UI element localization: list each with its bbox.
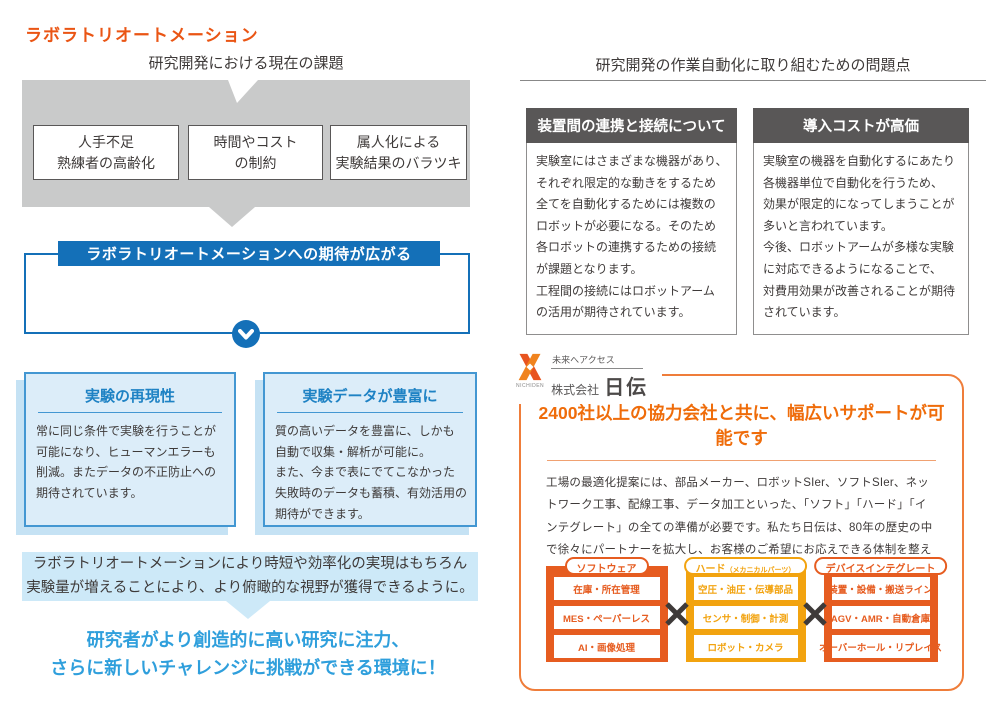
conclusion-text: 研究者がより創造的に高い研究に注力、 さらに新しいチャレンジに挑戦ができる環境に…: [50, 630, 446, 678]
summary-band: ラボラトリオートメーションにより時短や効率化の実現はもちろん 実験量が増えること…: [22, 552, 478, 601]
column-item: 装置・設備・搬送ライン: [828, 577, 933, 600]
company-prefix: 株式会社: [551, 383, 600, 397]
pill-label: ハード: [695, 564, 726, 575]
logo-caption: NICHIDEN: [516, 383, 545, 389]
problem-box-cost: 導入コストが高価 実験室の機器を自動化するにあたり 各機器単位で自動化を行うため…: [753, 108, 969, 335]
problem-body: 実験室の機器を自動化するにあたり 各機器単位で自動化を行うため、 効果が限定的に…: [753, 143, 969, 335]
support-panel: 2400社以上の協力会社と共に、幅広いサポートが可能です 工場の最適化提案には、…: [519, 374, 964, 691]
problem-box-connectivity: 装置間の連携と接続について 実験室にはさまざまな機器があり、 それぞれ限定的な動…: [526, 108, 737, 335]
benefit-body: 質の高いデータを豊富に、しかも 自動で収集・解析が可能に。 また、今まで表にでて…: [275, 424, 468, 521]
challenge-box-labor: 人手不足 熟練者の高齢化: [33, 125, 179, 180]
column-device-integrate: デバイスインテグレート 装置・設備・搬送ライン AGV・AMR・自動倉庫 オーバ…: [813, 557, 948, 662]
current-issues-panel: 人手不足 熟練者の高齢化 時間やコスト の制約 属人化による 実験結果のバラツキ: [22, 80, 470, 227]
column-item: オーバーホール・リプレイス: [819, 635, 942, 658]
challenge-box-variance: 属人化による 実験結果のバラツキ: [330, 125, 467, 180]
logo-tagline: 未来へアクセス: [551, 352, 643, 369]
problem-title: 装置間の連携と接続について: [526, 108, 737, 143]
multiply-icon: [662, 601, 692, 627]
support-body: 工場の最適化提案には、部品メーカー、ロボットSIer、ソフトSIer、ネットワー…: [546, 477, 933, 579]
column-item: 在庫・所在管理: [553, 577, 660, 600]
column-device-pill: デバイスインテグレート: [813, 557, 948, 575]
support-divider: [547, 460, 936, 461]
problem-title: 導入コストが高価: [753, 108, 969, 143]
pill-label: デバイスインテグレート: [825, 564, 936, 575]
benefit-box-rich-data: 実験データが豊富に 質の高いデータを豊富に、しかも 自動で収集・解析が可能に。 …: [263, 372, 477, 527]
column-item: センサ・制御・計測: [693, 606, 798, 629]
benefit-title: 実験データが豊富に: [277, 385, 463, 413]
expectation-banner: ラボラトリオートメーションへの期待が広がる: [58, 241, 440, 266]
multiply-icon: [800, 601, 830, 627]
company-name: 日伝: [604, 377, 649, 399]
problem-body: 実験室にはさまざまな機器があり、 それぞれ限定的な動きをするため 全てを自動化す…: [526, 143, 737, 335]
nichiden-x-icon: [518, 353, 542, 381]
column-item: MES・ペーパーレス: [553, 606, 660, 629]
logo-text: 未来へアクセス 株式会社 日伝: [551, 352, 648, 400]
speech-notch-icon: [228, 80, 258, 103]
capability-columns: ソフトウェア 在庫・所在管理 MES・ペーパーレス AI・画像処理 ハード（メカ…: [521, 557, 962, 662]
benefit-title: 実験の再現性: [38, 385, 222, 413]
column-item: AGV・AMR・自動倉庫: [831, 606, 930, 629]
summary-down-arrow: [226, 601, 270, 619]
column-software: ソフトウェア 在庫・所在管理 MES・ペーパーレス AI・画像処理: [545, 557, 668, 662]
down-chevron-badge: [232, 320, 260, 348]
benefit-body: 常に同じ条件で実験を行うことが 可能になり、ヒューマンエラーも 削減。またデータ…: [36, 424, 217, 500]
down-arrow: [209, 207, 255, 227]
logo-mark: NICHIDEN: [516, 352, 544, 389]
challenge-box-cost: 時間やコスト の制約: [188, 125, 323, 180]
benefit-box-reproducibility: 実験の再現性 常に同じ条件で実験を行うことが 可能になり、ヒューマンエラーも 削…: [24, 372, 236, 527]
pill-note: （メカニカルパーツ）: [725, 567, 796, 574]
column-hardware: ハード（メカニカルパーツ） 空圧・油圧・伝導部品 センサ・制御・計測 ロボット・…: [683, 557, 808, 662]
column-item: AI・画像処理: [553, 635, 660, 658]
problems-header: 研究開発の作業自動化に取り組むための問題点: [595, 57, 911, 74]
column-software-pill: ソフトウェア: [564, 557, 649, 575]
page-title: ラボラトリオートメーション: [25, 26, 259, 45]
chevron-down-icon: [238, 328, 254, 339]
current-issues-header: 研究開発における現在の課題: [148, 55, 344, 72]
column-item: 空圧・油圧・伝導部品: [693, 577, 798, 600]
nichiden-logo: NICHIDEN 未来へアクセス 株式会社 日伝: [512, 348, 663, 404]
column-item: ロボット・カメラ: [693, 635, 798, 658]
pill-label: ソフトウェア: [576, 564, 637, 575]
column-hardware-pill: ハード（メカニカルパーツ）: [683, 557, 808, 575]
header-divider: [520, 80, 986, 81]
support-title: 2400社以上の協力会社と共に、幅広いサポートが可能です: [538, 403, 945, 448]
